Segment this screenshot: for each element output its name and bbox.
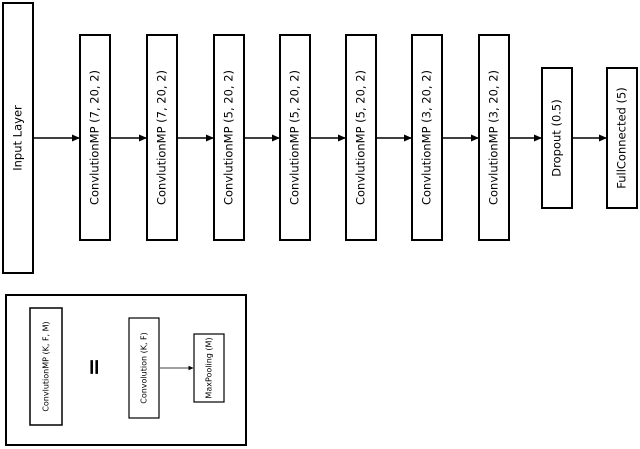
- input-layer-label: Input Layer: [11, 105, 25, 171]
- legend-composite-block: ConvlutionMP (K, F, M): [29, 307, 63, 426]
- legend-maxpooling-label: MaxPooling (M): [205, 337, 214, 398]
- conv-block-4: ConvlutionMP (5, 20, 2): [279, 34, 311, 241]
- fullconnected-node: FullConnected (5): [606, 67, 638, 209]
- legend-convolution-block: Convolution (K, F): [128, 317, 160, 419]
- conv-block-4-label: ConvlutionMP (5, 20, 2): [288, 70, 302, 205]
- dropout-node: Dropout (0.5): [541, 67, 573, 209]
- conv-block-7: ConvlutionMP (3, 20, 2): [478, 34, 510, 241]
- conv-block-3: ConvlutionMP (5, 20, 2): [213, 34, 245, 241]
- legend-panel: ConvlutionMP (K, F, M) = Convolution (K,…: [5, 294, 247, 446]
- legend-convolution-label: Convolution (K, F): [140, 332, 149, 404]
- conv-block-2: ConvlutionMP (7, 20, 2): [146, 34, 178, 241]
- input-layer-node: Input Layer: [2, 2, 34, 274]
- conv-block-6: ConvlutionMP (3, 20, 2): [411, 34, 443, 241]
- conv-block-3-label: ConvlutionMP (5, 20, 2): [222, 70, 236, 205]
- conv-block-7-label: ConvlutionMP (3, 20, 2): [487, 70, 501, 205]
- fullconnected-label: FullConnected (5): [615, 87, 629, 189]
- conv-block-1-label: ConvlutionMP (7, 20, 2): [88, 70, 102, 205]
- conv-block-5-label: ConvlutionMP (5, 20, 2): [354, 70, 368, 205]
- legend-maxpooling-block: MaxPooling (M): [193, 333, 225, 403]
- conv-block-5: ConvlutionMP (5, 20, 2): [345, 34, 377, 241]
- legend-equals-sign: =: [82, 358, 107, 376]
- conv-block-2-label: ConvlutionMP (7, 20, 2): [155, 70, 169, 205]
- dropout-label: Dropout (0.5): [550, 99, 564, 176]
- legend-composite-label: ConvlutionMP (K, F, M): [42, 321, 51, 411]
- conv-block-1: ConvlutionMP (7, 20, 2): [79, 34, 111, 241]
- conv-block-6-label: ConvlutionMP (3, 20, 2): [420, 70, 434, 205]
